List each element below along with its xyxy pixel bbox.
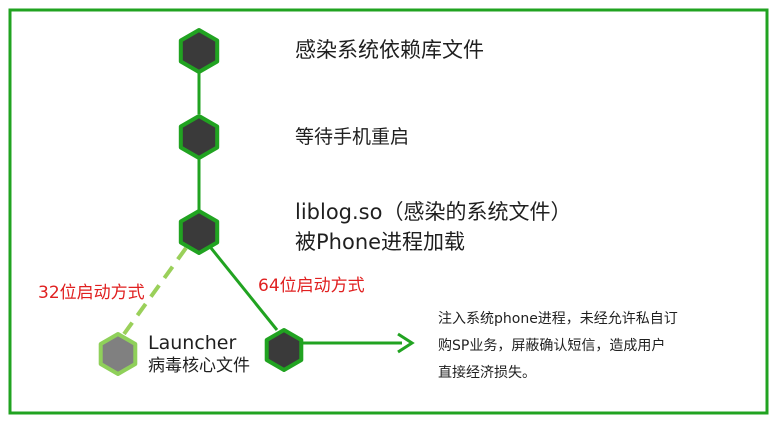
step2-hex-icon [178, 114, 220, 160]
branch-64bit-label: 64位启动方式 [258, 276, 365, 296]
step2-label: 等待手机重启 [295, 126, 410, 148]
step3-hex-icon [178, 209, 220, 255]
result-line2: 购SP业务，屏蔽确认短信，造成用户 [438, 338, 666, 354]
branch-32bit-label: 32位启动方式 [38, 283, 145, 303]
connector-32bit-dashed [122, 246, 188, 336]
launcher-subtitle: 病毒核心文件 [148, 356, 250, 376]
step1-hex-icon [178, 28, 220, 74]
arrow-head-icon [397, 332, 415, 354]
result-line1: 注入系统phone进程，未经允许私自订 [438, 311, 678, 327]
diagram-frame [8, 8, 769, 415]
step3-label-line2: 被Phone进程加载 [295, 230, 466, 254]
launcher-title: Launcher [148, 332, 237, 354]
step1-label: 感染系统依赖库文件 [295, 38, 484, 62]
launcher-hex-icon [98, 332, 138, 376]
step3-label-line1: liblog.so（感染的系统文件） [295, 200, 572, 224]
result-line3: 直接经济损失。 [438, 365, 536, 381]
connector-64bit [209, 247, 279, 331]
branch64-hex-icon [264, 328, 304, 372]
